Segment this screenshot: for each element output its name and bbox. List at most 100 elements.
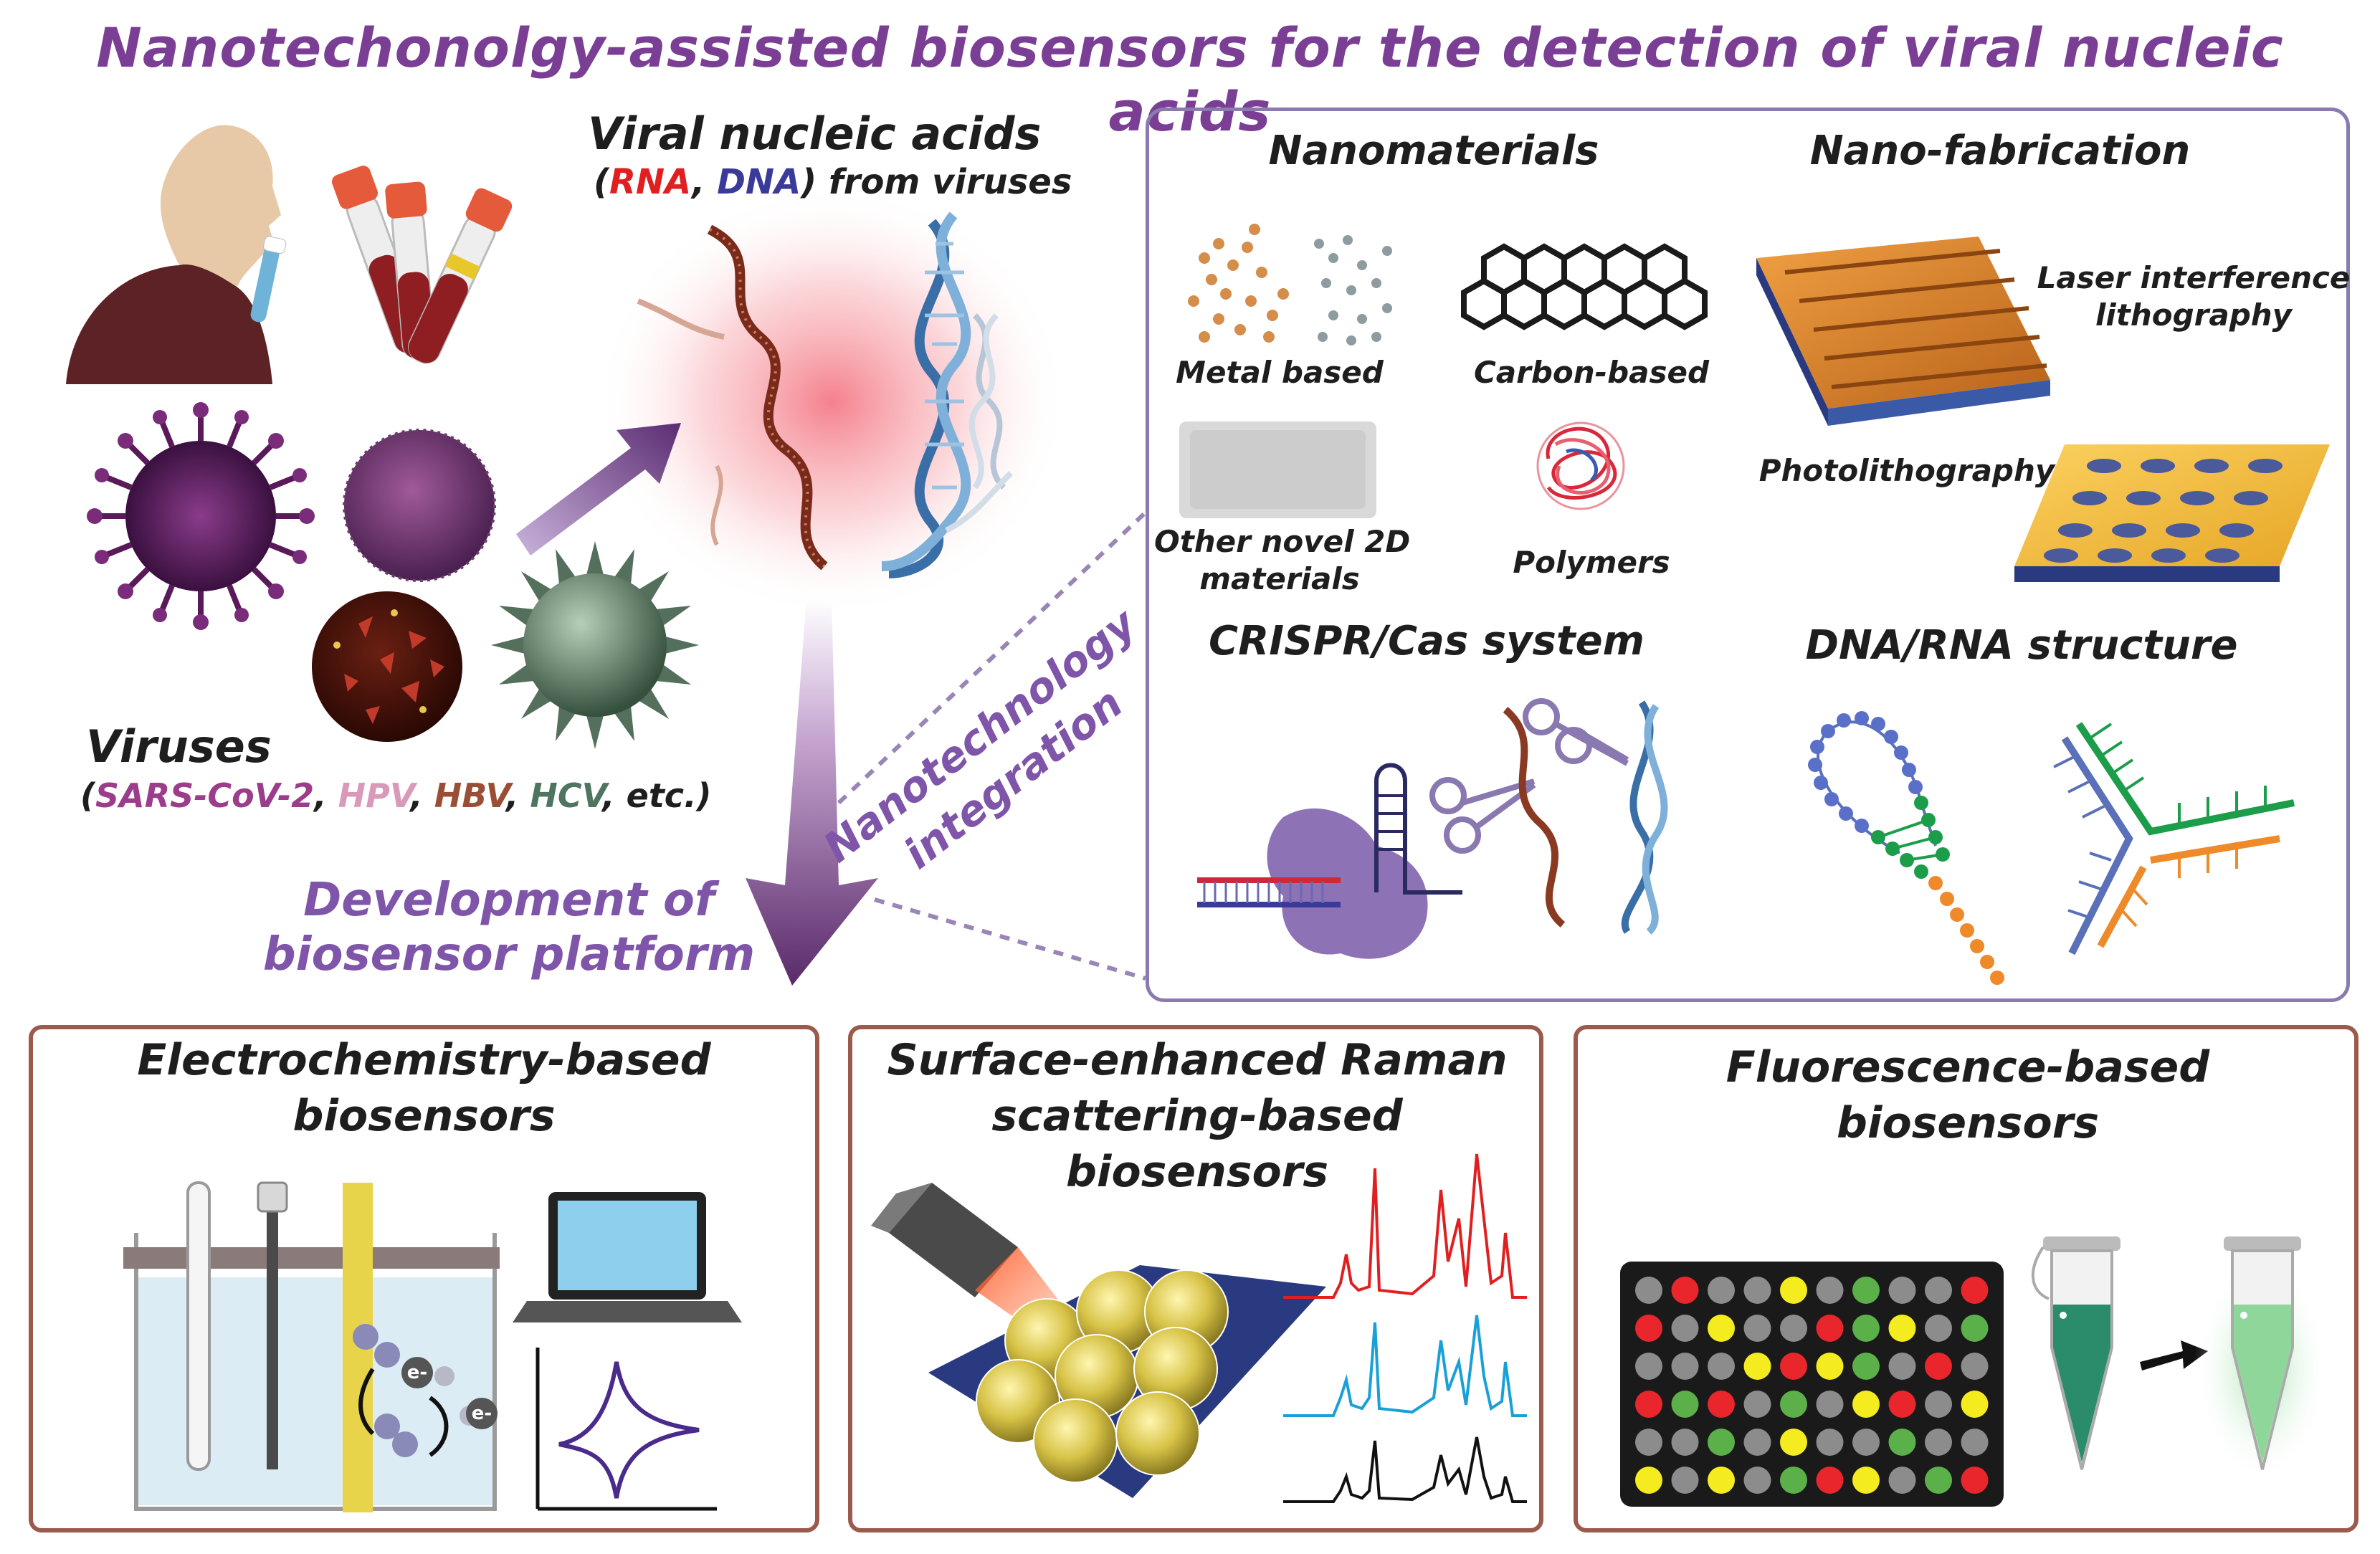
laptop-icon	[513, 1192, 742, 1322]
beaker-icon	[123, 1181, 500, 1512]
well	[1635, 1277, 1662, 1304]
integration-dashed-bottom	[874, 897, 1146, 981]
well	[1743, 1429, 1771, 1456]
well	[1743, 1315, 1771, 1342]
well	[1816, 1391, 1844, 1418]
nucleic-acid-glow	[595, 186, 1068, 616]
well	[1708, 1467, 1735, 1494]
well	[1635, 1467, 1662, 1494]
well	[1816, 1429, 1844, 1456]
metal-nanoparticles-icon	[1188, 224, 1392, 345]
integration-dashed-top	[837, 510, 1148, 805]
development-arrow	[746, 599, 878, 986]
well	[1743, 1277, 1771, 1304]
rna-label: RNA	[609, 162, 692, 202]
figure-title: Nanotechonolgy-assisted biosensors for t…	[96, 16, 2284, 143]
graphene-icon	[1461, 243, 1708, 330]
virus-icon	[87, 402, 699, 749]
well	[1708, 1315, 1735, 1342]
sers-heading: Surface-enhanced Raman scattering-based …	[887, 1035, 1508, 1197]
tube-icon	[2032, 1236, 2330, 1484]
viruses-list: (SARS-CoV-2, HPV, HBV, HCV, etc.)	[80, 776, 712, 815]
hairpin-icon	[1808, 711, 2004, 985]
well	[1961, 1467, 1989, 1494]
well	[1852, 1429, 1880, 1456]
nanofabrication-heading: Nano-fabrication	[1809, 128, 2191, 174]
well	[1925, 1353, 1952, 1380]
electron-icon: e-	[466, 1398, 498, 1429]
sers-substrate-icon	[928, 1265, 1326, 1498]
nanotechnology-panel	[1146, 108, 2350, 1002]
polymer-icon	[1536, 421, 1625, 510]
well	[1635, 1315, 1662, 1342]
well-plate-wells	[1635, 1277, 1989, 1494]
scissors-icon	[1429, 698, 1629, 854]
raman-spectrum-icon	[1283, 1153, 1527, 1503]
dna-rna-structure-heading: DNA/RNA structure	[1805, 622, 2238, 669]
dna-label: DNA	[717, 162, 801, 202]
well	[1888, 1391, 1916, 1418]
well	[1743, 1467, 1771, 1494]
well	[1708, 1391, 1735, 1418]
viruses-heading: Viruses	[86, 720, 272, 773]
crispr-rna-target	[1503, 707, 1566, 928]
well	[1888, 1315, 1916, 1342]
nanomaterials-heading: Nanomaterials	[1268, 128, 1599, 174]
well	[1671, 1467, 1699, 1494]
well	[1708, 1353, 1735, 1380]
well	[1708, 1429, 1735, 1456]
well	[1671, 1277, 1699, 1304]
well	[1961, 1353, 1989, 1380]
well	[1888, 1353, 1916, 1380]
arrow-icon	[2140, 1340, 2208, 1371]
well	[1816, 1315, 1844, 1342]
rna-strand-icon	[637, 224, 828, 571]
well	[1888, 1467, 1916, 1494]
well	[1852, 1353, 1880, 1380]
carbon-based-label: Carbon-based	[1473, 355, 1710, 390]
well	[1780, 1277, 1807, 1304]
dna-helix-icon	[881, 211, 1013, 578]
well	[1925, 1467, 1952, 1494]
crispr-heading: CRISPR/Cas system	[1209, 618, 1644, 664]
electrochemistry-heading: Electrochemistry-based biosensors	[137, 1035, 711, 1141]
well	[1780, 1315, 1807, 1342]
blood-tubes-icon	[331, 166, 513, 364]
cyclic-voltammogram-icon	[536, 1348, 717, 1511]
virus-name-3: HCV	[530, 776, 603, 815]
virus-name-1: HPV	[338, 776, 411, 815]
nucleic-acids-subtitle: (RNA, DNA) from viruses	[594, 162, 1072, 202]
metal-based-label: Metal based	[1176, 355, 1384, 390]
novel-2d-label: Other novel 2D materials	[1154, 524, 1411, 596]
well	[1671, 1353, 1699, 1380]
person-swab-icon	[66, 125, 287, 384]
well	[1816, 1277, 1844, 1304]
well	[1961, 1391, 1989, 1418]
well	[1635, 1391, 1662, 1418]
well	[1780, 1391, 1807, 1418]
photolithography-substrate-icon	[2014, 444, 2330, 582]
well	[1852, 1315, 1880, 1342]
virus-name-2: HBV	[434, 776, 506, 815]
arrow-to-nucleic-acids	[516, 423, 681, 556]
well	[1708, 1277, 1735, 1304]
well	[1635, 1429, 1662, 1456]
fluorescence-panel	[1574, 1025, 2358, 1532]
well	[1816, 1353, 1844, 1380]
well	[1961, 1315, 1989, 1342]
well	[1925, 1391, 1952, 1418]
crispr-cas-icon	[1197, 763, 1462, 959]
well	[1743, 1391, 1771, 1418]
well	[1780, 1429, 1807, 1456]
crispr-dna-target	[1621, 700, 1668, 935]
well	[1852, 1467, 1880, 1494]
well	[1852, 1391, 1880, 1418]
nucleic-acids-heading: Viral nucleic acids	[588, 108, 1042, 160]
virus-name-0: SARS-CoV-2	[95, 776, 315, 815]
well	[1780, 1353, 1807, 1380]
well	[1925, 1277, 1952, 1304]
sers-panel	[848, 1025, 1543, 1532]
well	[1816, 1467, 1844, 1494]
polymers-label: Polymers	[1513, 545, 1670, 580]
electron-icon: e-	[401, 1357, 433, 1388]
